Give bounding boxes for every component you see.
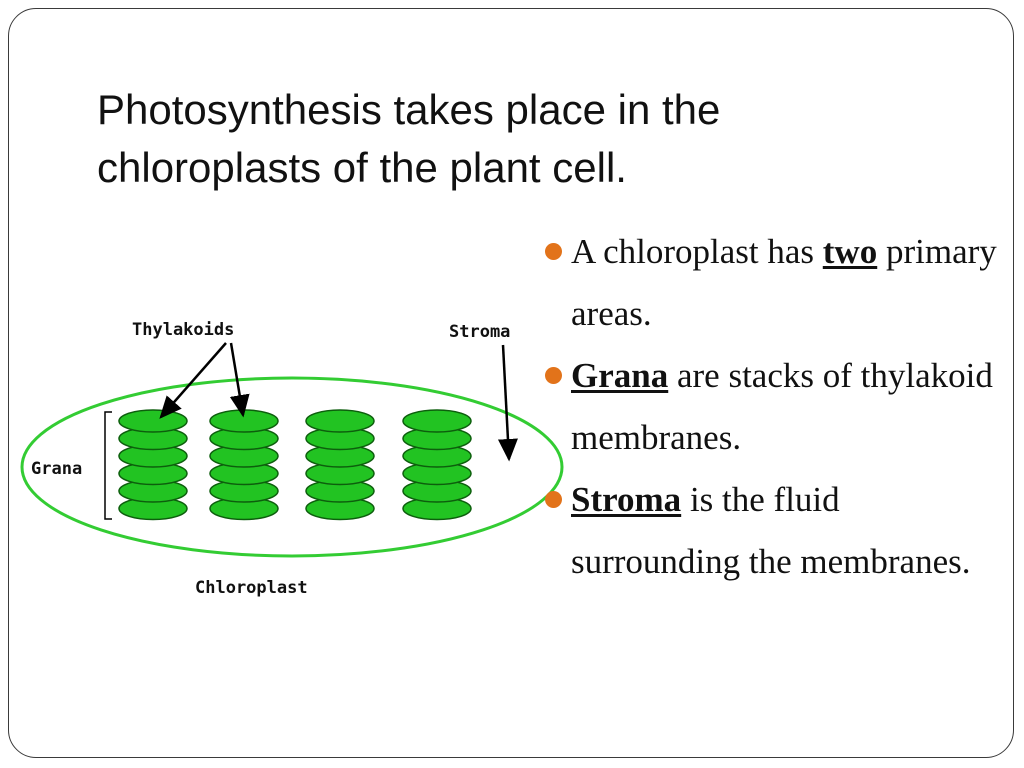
thylakoid-disc	[118, 409, 188, 433]
bullet-emphasis: two	[822, 232, 878, 271]
bullet-text-post: primary areas.	[571, 232, 997, 333]
bullet-text-post: are stacks of thylakoid membranes.	[571, 356, 993, 457]
bullet-emphasis: Grana	[571, 356, 669, 395]
chloroplast-membrane	[20, 376, 564, 558]
bullet-item-two-areas: A chloroplast has two primary areas.	[541, 221, 1011, 345]
slide-title: Photosynthesis takes place in the chloro…	[97, 86, 721, 191]
bullet-text-post: is the fluid surrounding the membranes.	[571, 480, 971, 581]
bullet-item-grana: Grana are stacks of thylakoid membranes.	[541, 345, 1011, 469]
bullet-list: A chloroplast has two primary areas. Gra…	[541, 221, 1011, 593]
thylakoid-arrow-left	[159, 342, 227, 419]
stroma-arrow	[497, 344, 518, 462]
chloroplast-diagram: Thylakoids Stroma Grana Chloroplast	[20, 320, 564, 598]
slide: Photosynthesis takes place in the chloro…	[8, 8, 1014, 758]
bullet-text-pre: A chloroplast has	[571, 232, 823, 271]
bullet-dot-icon	[545, 491, 562, 508]
stroma-label: Stroma	[449, 322, 510, 342]
bullet-dot-icon	[545, 367, 562, 384]
grana-stacks	[118, 409, 472, 521]
thylakoid-disc	[209, 409, 279, 433]
thylakoids-label: Thylakoids	[132, 320, 234, 340]
chloroplast-label: Chloroplast	[195, 578, 308, 598]
thylakoid-disc	[305, 409, 375, 433]
bullet-dot-icon	[545, 243, 562, 260]
grana-label: Grana	[31, 459, 82, 479]
thylakoid-arrow-right	[229, 342, 250, 418]
bullet-item-stroma: Stroma is the fluid surrounding the memb…	[541, 469, 1011, 593]
bullet-emphasis: Stroma	[571, 480, 682, 519]
grana-bracket	[104, 411, 112, 520]
thylakoid-disc	[402, 409, 472, 433]
